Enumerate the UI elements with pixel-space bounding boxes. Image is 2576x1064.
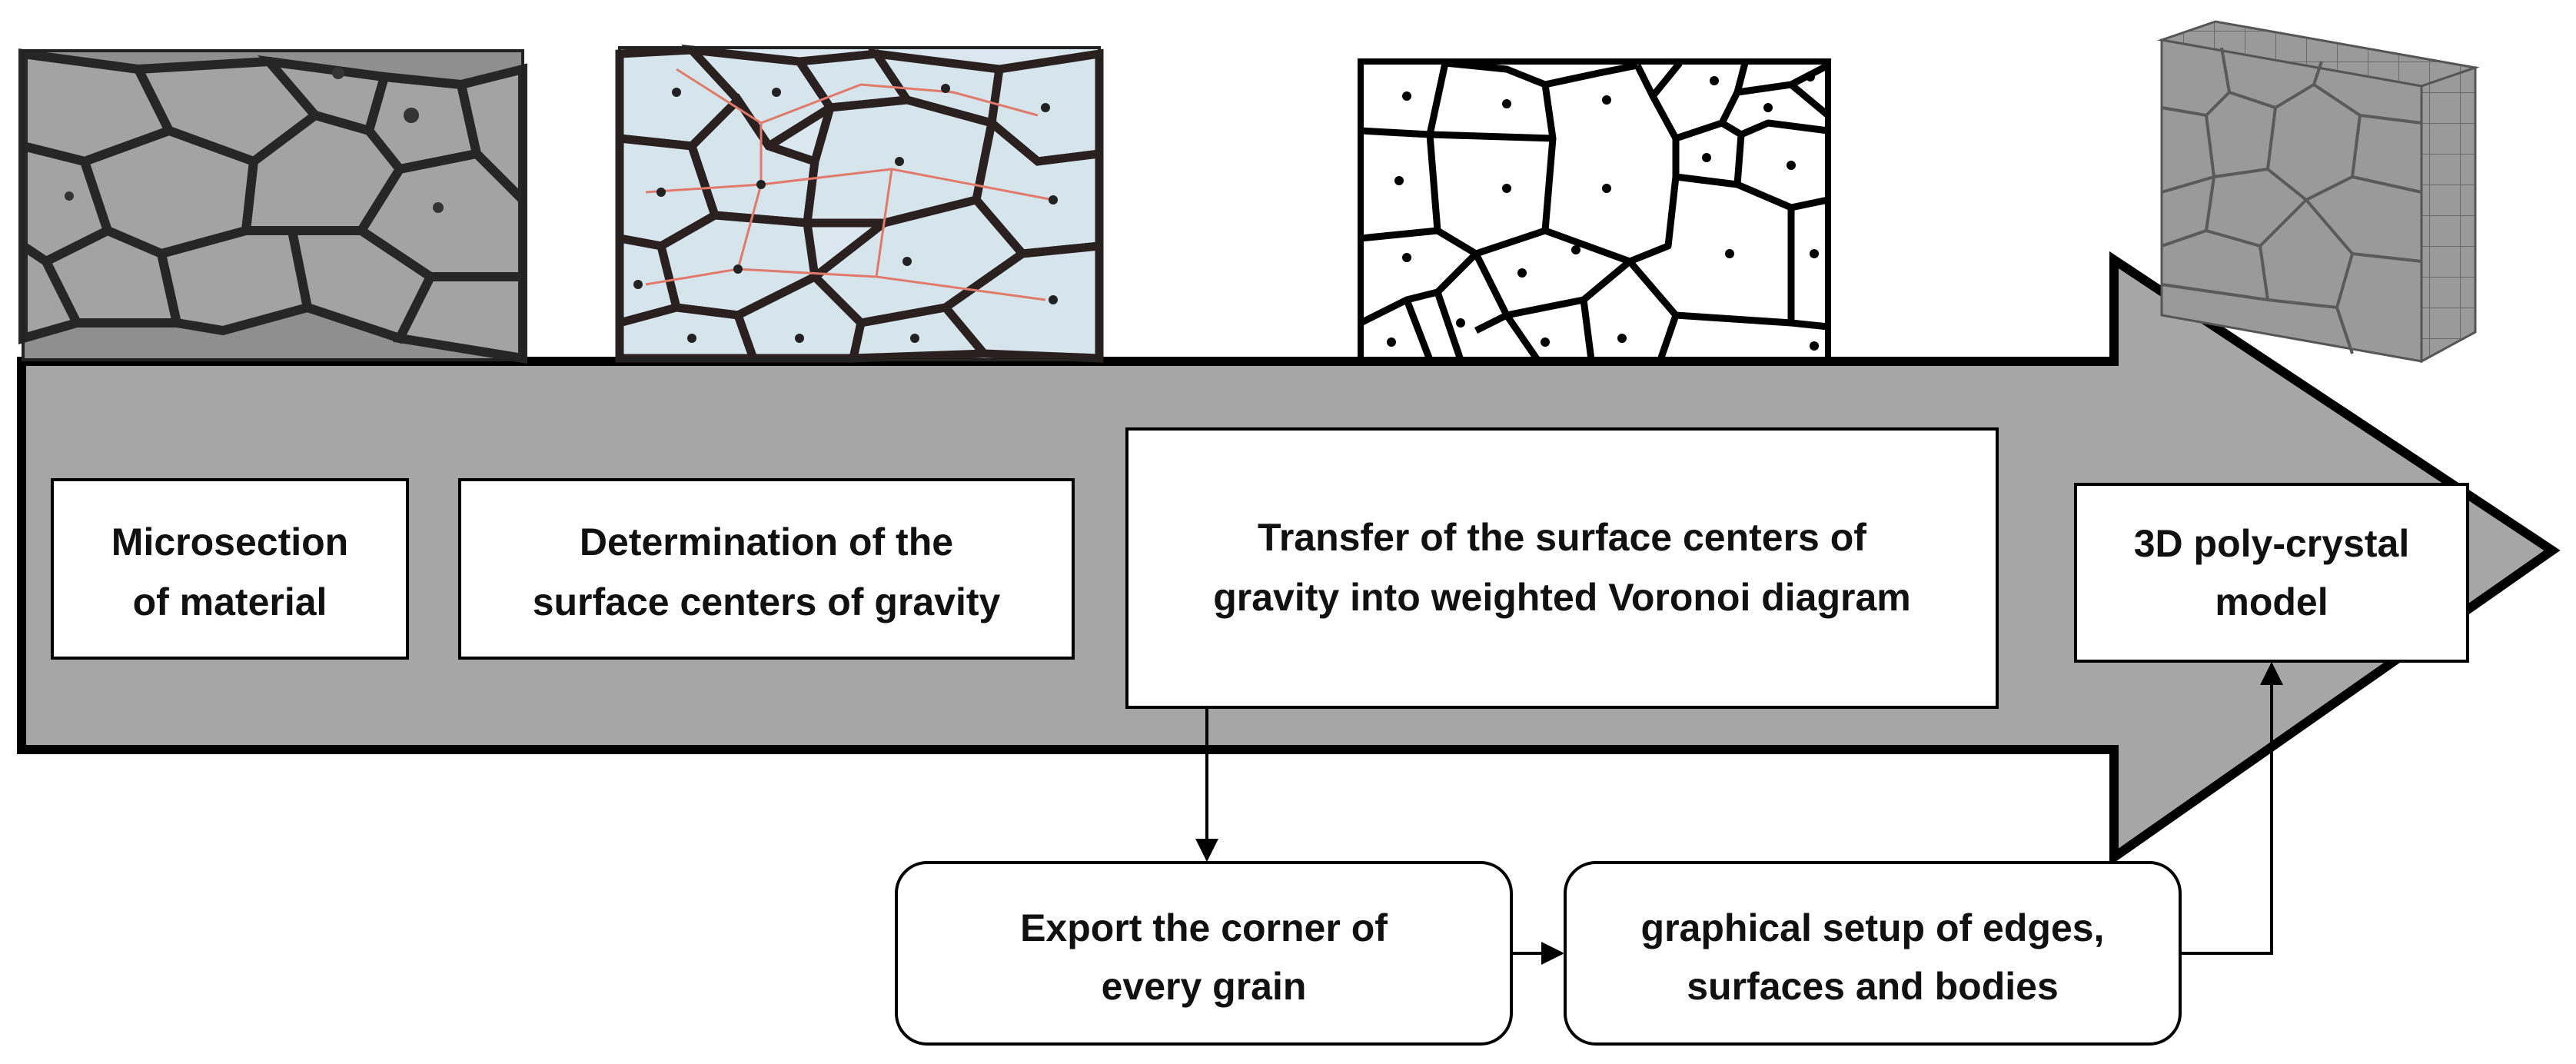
substep-setup-line2: surfaces and bodies — [1687, 965, 2059, 1008]
step-microsection-line1: Microsection — [111, 520, 348, 564]
substep-export-line1: Export the corner of — [1020, 906, 1388, 949]
microsection-image — [18, 48, 527, 364]
step-microsection-line2: of material — [133, 580, 327, 623]
step-centers-line2: surface centers of gravity — [533, 580, 1001, 623]
step-3d-line1: 3D poly-crystal — [2134, 522, 2409, 565]
substep-export-line2: every grain — [1102, 965, 1307, 1008]
substep-graphical-setup: graphical setup of edges, surfaces and b… — [1564, 861, 2182, 1046]
grain-centers-image — [615, 44, 1104, 363]
step-voronoi-transfer: Transfer of the surface centers of gravi… — [1125, 427, 1999, 709]
connector-setup-to-3d-model — [2180, 662, 2283, 955]
step-centers-line1: Determination of the — [580, 520, 953, 564]
substep-export-corners: Export the corner of every grain — [895, 861, 1513, 1046]
voronoi-image — [1358, 58, 1831, 363]
step-centers-of-gravity: Determination of the surface centers of … — [458, 478, 1075, 660]
substep-setup-line1: graphical setup of edges, — [1641, 906, 2105, 949]
step-voronoi-line1: Transfer of the surface centers of — [1258, 516, 1866, 559]
model-3d-image — [2157, 20, 2480, 364]
step-3d-line2: model — [2215, 580, 2328, 623]
step-3d-model: 3D poly-crystal model — [2074, 483, 2469, 663]
step-voronoi-line2: gravity into weighted Voronoi diagram — [1213, 576, 1911, 619]
step-microsection: Microsection of material — [51, 478, 409, 660]
